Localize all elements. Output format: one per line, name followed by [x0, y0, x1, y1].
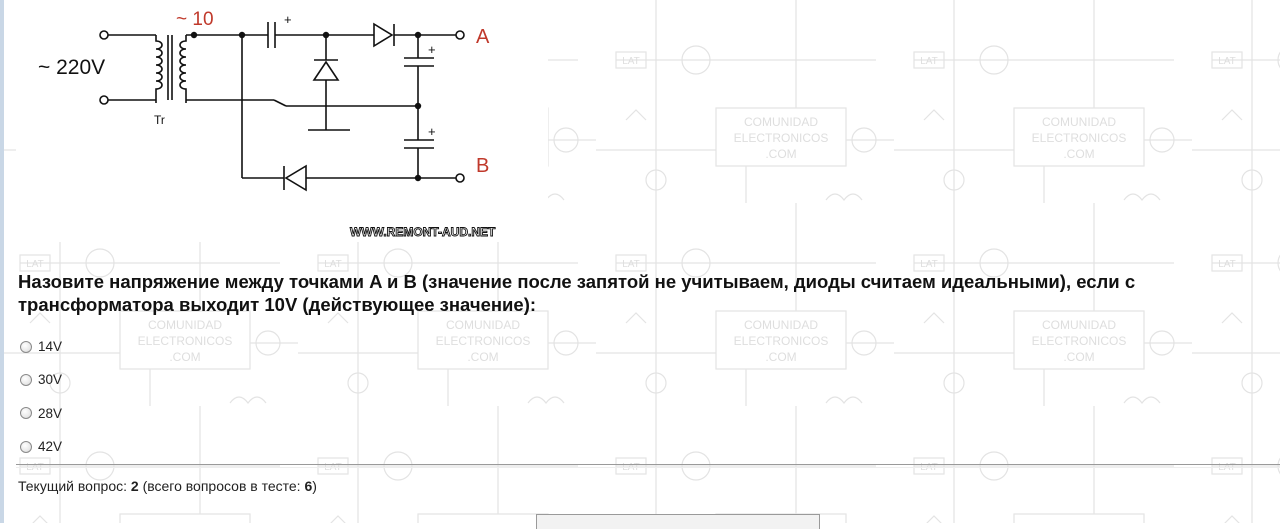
radio-button[interactable]: [20, 340, 32, 353]
option-label: 42V: [38, 439, 63, 455]
answer-options: 14V 30V 28V 42V: [20, 330, 62, 463]
divider: [16, 464, 1280, 468]
option-30v[interactable]: 30V: [20, 363, 62, 396]
svg-text:+: +: [428, 42, 436, 57]
option-28v[interactable]: 28V: [20, 397, 62, 430]
transformer-label: Tr: [154, 113, 165, 127]
radio-button[interactable]: [20, 373, 32, 386]
option-label: 28V: [38, 405, 63, 421]
total-questions-number: 6: [304, 478, 313, 494]
source-watermark: WWW.REMONT-AUD.NET: [350, 225, 496, 239]
point-b-label: B: [476, 155, 489, 177]
progress-suffix: ): [312, 478, 317, 494]
svg-text:+: +: [284, 12, 292, 27]
current-question-number: 2: [130, 478, 139, 494]
next-button[interactable]: [536, 514, 820, 529]
source-voltage-label: ~ 220V: [38, 56, 105, 79]
option-14v[interactable]: 14V: [20, 330, 62, 363]
option-42v[interactable]: 42V: [20, 430, 62, 463]
option-label: 14V: [38, 339, 63, 355]
radio-button[interactable]: [20, 407, 32, 420]
svg-text:+: +: [428, 124, 436, 139]
window-left-border: [0, 0, 4, 523]
turns-label: ~ 10: [176, 9, 214, 30]
question-text: Назовите напряжение между точками A и B …: [18, 271, 1136, 315]
progress-prefix: Текущий вопрос:: [18, 478, 127, 494]
circuit-diagram: + + + ~ 220V ~ 10 Tr A B WWW.REMONT-AUD.…: [16, 0, 548, 242]
radio-button[interactable]: [20, 440, 32, 453]
question-progress: Текущий вопрос: 2 (всего вопросов в тест…: [18, 478, 317, 494]
point-a-label: A: [476, 26, 490, 48]
progress-middle: (всего вопросов в тесте:: [142, 478, 301, 494]
option-label: 30V: [38, 372, 63, 388]
